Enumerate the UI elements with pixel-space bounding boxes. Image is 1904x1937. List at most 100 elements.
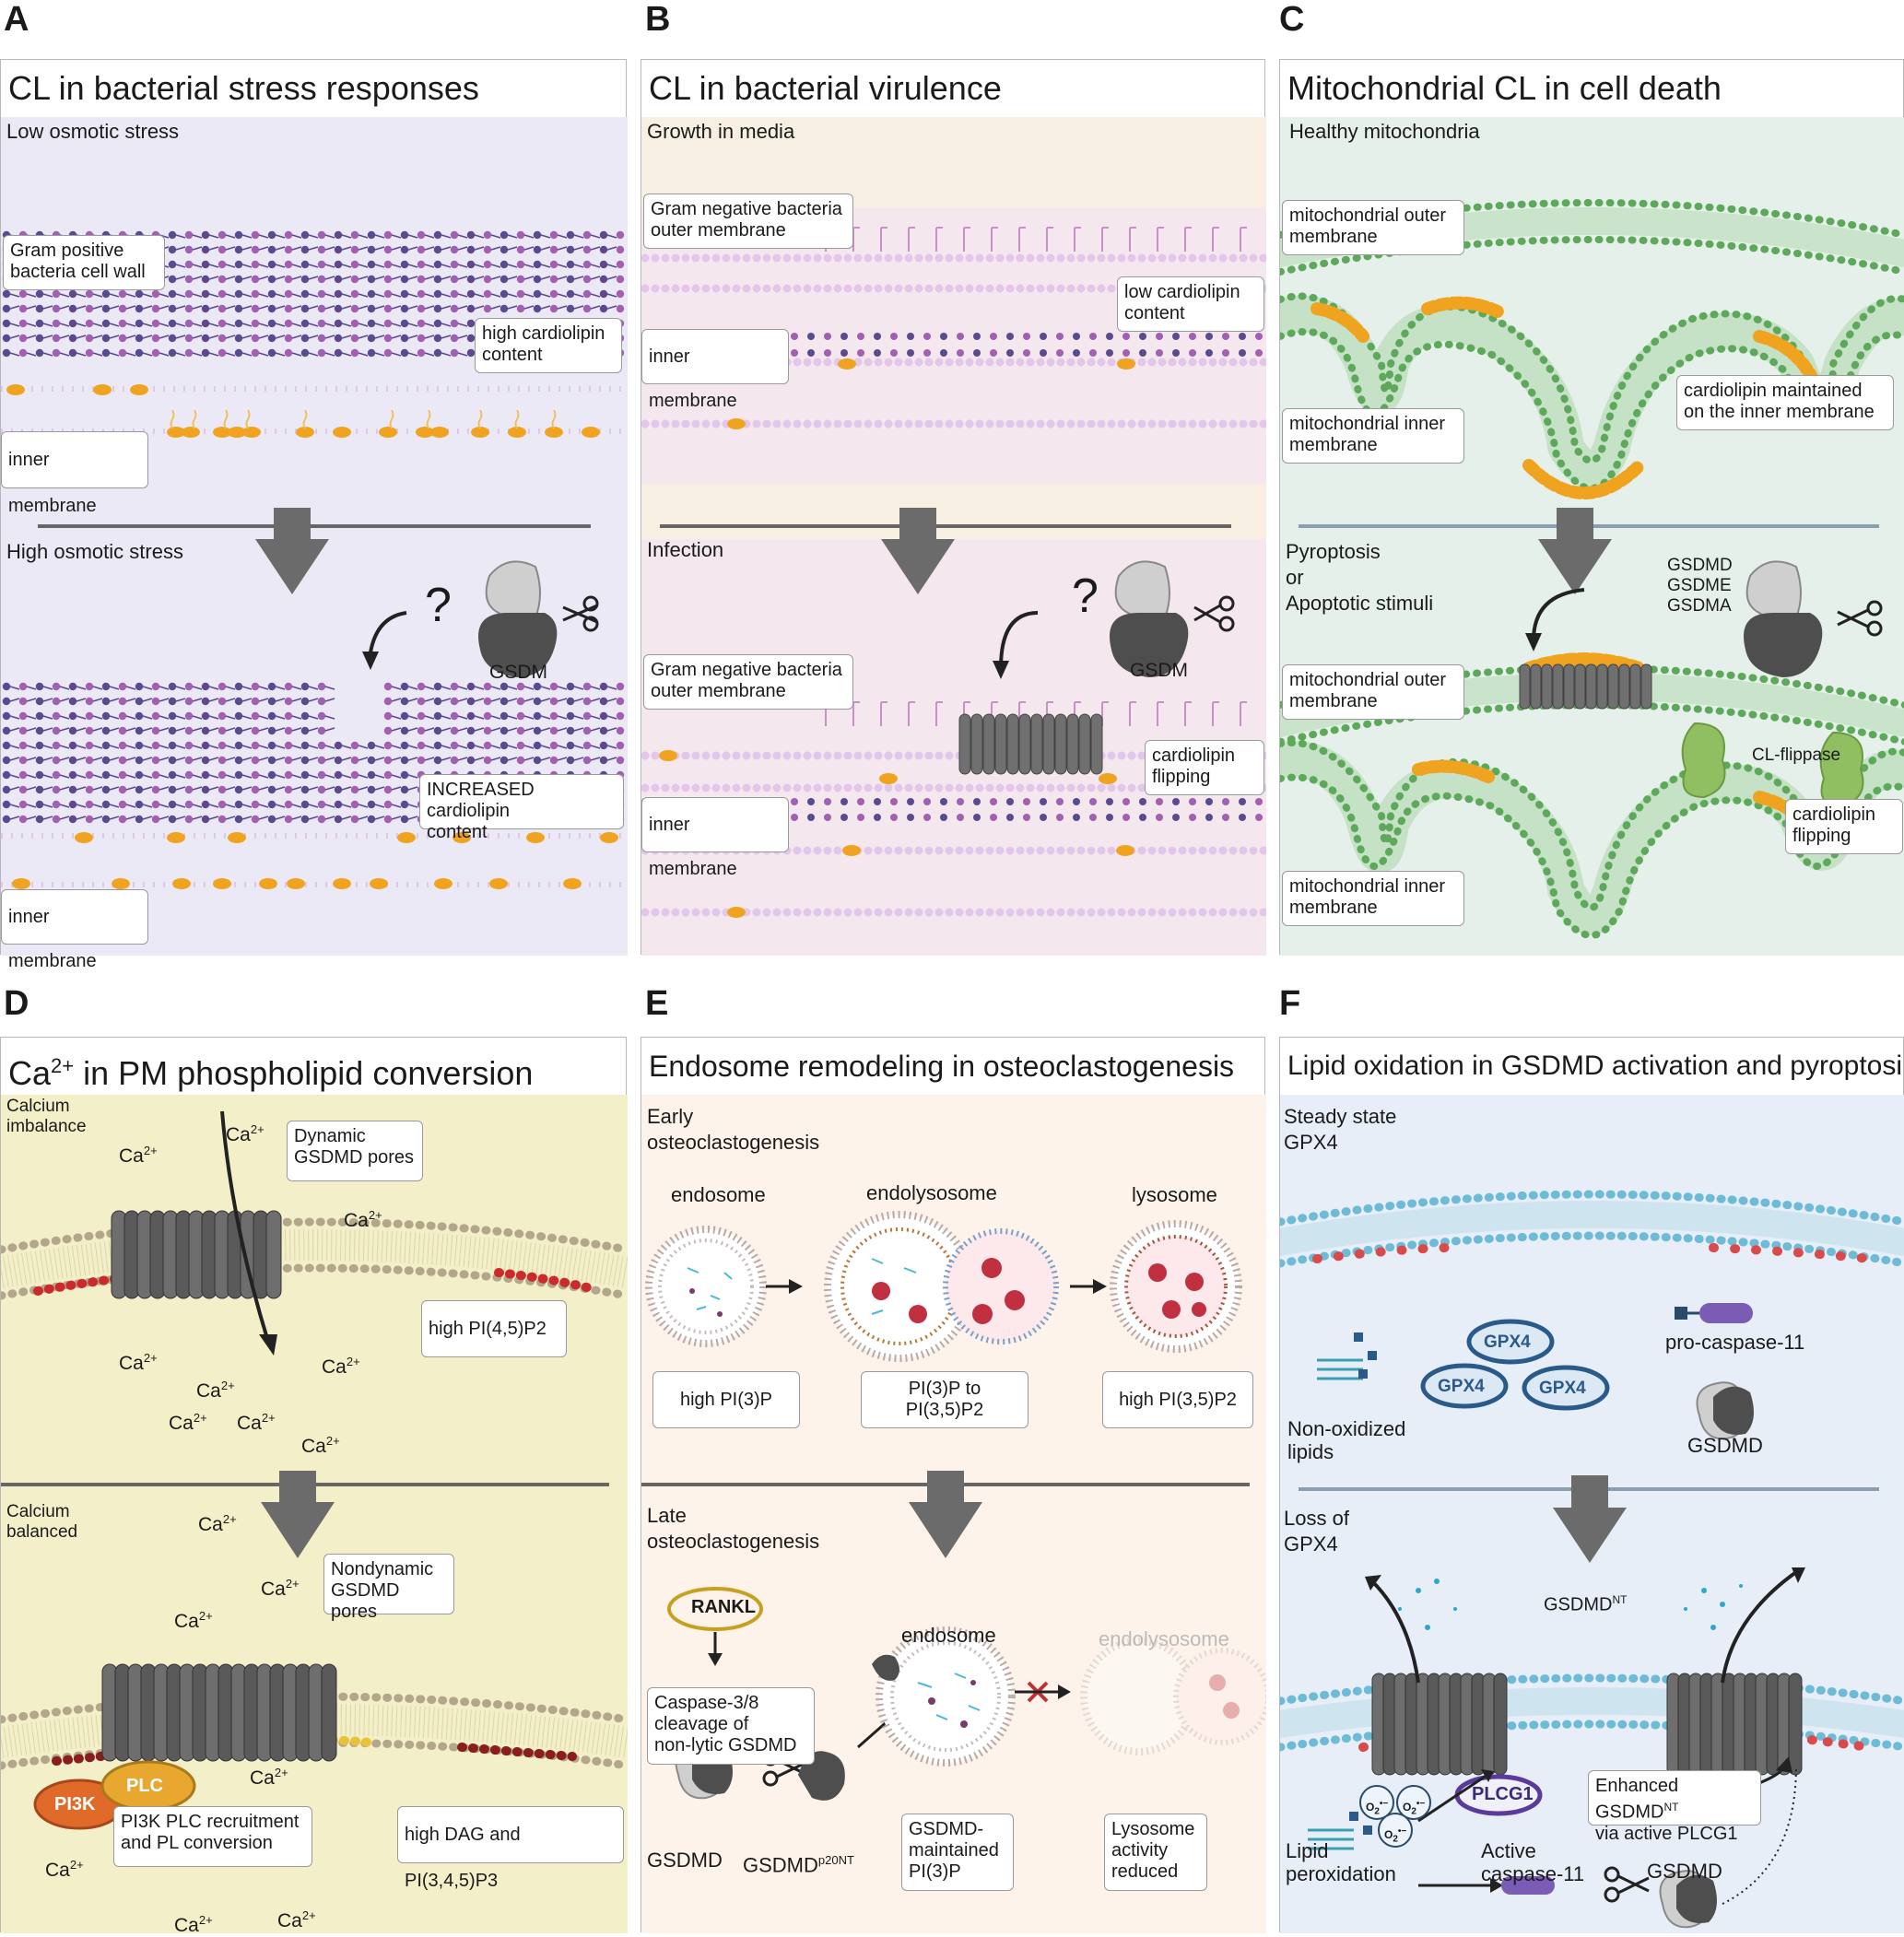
- panel-letter-b: B: [645, 0, 671, 39]
- panel-d: Ca2+ in PM phospholipid conversion Calci…: [0, 1037, 628, 1936]
- calcium-ion-charge: 2+: [325, 1434, 340, 1448]
- cardiolipin-cluster-top: [6, 384, 600, 438]
- calcium-ion-symbol: Ca: [119, 1353, 144, 1374]
- active-caspase-label: Active caspase-11: [1481, 1839, 1585, 1885]
- o2-sup-2: •−: [1416, 1799, 1426, 1809]
- o2-3: O: [1384, 1828, 1393, 1841]
- calcium-influx-arrow: [220, 1110, 270, 1343]
- calcium-ion-11: Ca2+: [261, 1577, 300, 1601]
- cardiolipin-cluster-bottom: [12, 832, 618, 889]
- gsdmd-pores-f: [1371, 1673, 1803, 1776]
- calcium-ion-symbol: Ca: [322, 1356, 347, 1378]
- label-low-cardiolipin: low cardiolipin content: [1117, 276, 1264, 332]
- scissors-icon-c: [1837, 600, 1883, 637]
- endosome-label: endosome: [671, 1183, 766, 1206]
- calcium-ion-symbol: Ca: [198, 1514, 223, 1535]
- gsdmd-label-e: GSDMD: [647, 1849, 723, 1872]
- down-arrow-f: [1553, 1475, 1627, 1563]
- panel-d-illustration: [1, 1095, 628, 1933]
- calcium-ion-4: Ca2+: [119, 1351, 158, 1375]
- panel-f-stage1: Steady state GPX4: [1284, 1105, 1397, 1154]
- enhanced-gsdmd-sup: NT: [1663, 1801, 1679, 1814]
- o2-sub-2: 2: [1411, 1806, 1416, 1817]
- panel-d-title-rest: in PM phospholipid conversion: [74, 1054, 534, 1092]
- gsdmd-pore-nondynamic: [101, 1663, 337, 1762]
- calcium-ion-13: Ca2+: [250, 1766, 288, 1790]
- panel-e-title: Endosome remodeling in osteoclastogenesi…: [641, 1038, 1264, 1096]
- calcium-ion-charge: 2+: [69, 1858, 84, 1872]
- label-high-dag: high DAG and PI(3,4,5)P3: [397, 1806, 624, 1891]
- released-contents: [1398, 1579, 1743, 1630]
- label-outer-membrane-b1: Gram negative bacteria outer membrane: [643, 194, 853, 249]
- label-inner-membrane-1: inner membrane: [1, 431, 148, 516]
- calcium-ion-3: Ca2+: [344, 1208, 382, 1232]
- gsdmd-nt-sup: NT: [1612, 1593, 1628, 1606]
- panel-e-stage2: Late osteoclastogenesis: [647, 1504, 820, 1553]
- label-cardiolipin-flipping-c: cardiolipin flipping: [1785, 799, 1903, 854]
- o2-sup-3: •−: [1397, 1826, 1407, 1837]
- down-arrow-b: [881, 508, 955, 594]
- enhanced-gsdmd-text: Enhanced GSDMD: [1595, 1776, 1679, 1823]
- panel-d-title-ca: Ca: [8, 1054, 52, 1092]
- panel-b-stage2: Infection: [647, 538, 724, 561]
- calcium-ion-6: Ca2+: [196, 1379, 235, 1403]
- panel-c-stage2: Pyroptosis or Apoptotic stimuli: [1286, 540, 1434, 615]
- calcium-ion-charge: 2+: [346, 1355, 360, 1368]
- label-cell-wall: Gram positive bacteria cell wall: [3, 235, 165, 290]
- calcium-ion-charge: 2+: [198, 1913, 213, 1927]
- superoxide-icons: [1359, 1785, 1431, 1848]
- gpx4-label-2: GPX4: [1438, 1377, 1485, 1396]
- calcium-ion-charge: 2+: [220, 1379, 235, 1392]
- calcium-ion-symbol: Ca: [45, 1860, 70, 1881]
- label-gsdmd-maintained: GSDMD- maintained PI(3)P: [901, 1814, 1014, 1891]
- calcium-ion-symbol: Ca: [261, 1579, 286, 1600]
- calcium-ion-charge: 2+: [274, 1766, 288, 1779]
- calcium-ion-symbol: Ca: [301, 1436, 326, 1457]
- calcium-ion-symbol: Ca: [174, 1611, 199, 1632]
- label-dynamic-pores: Dynamic GSDMD pores: [287, 1121, 423, 1181]
- panel-d-stage2: Calcium balanced: [6, 1502, 78, 1542]
- panel-b-title: CL in bacterial virulence: [641, 60, 1264, 118]
- calcium-ion-2: Ca2+: [119, 1144, 158, 1168]
- label-mito-inner-1: mitochondrial inner membrane: [1282, 408, 1464, 464]
- panel-c: Mitochondrial CL in cell death: [1279, 59, 1904, 956]
- panel-b: CL in bacterial virulence Growth in medi…: [641, 59, 1266, 956]
- procaspase-label: pro-caspase-11: [1665, 1331, 1805, 1354]
- label-cardiolipin-flipping-b: cardiolipin flipping: [1145, 740, 1264, 795]
- panel-a-stage2: High osmotic stress: [6, 540, 183, 563]
- gsdmd-pore-dynamic: [111, 1210, 282, 1299]
- calcium-ion-8: Ca2+: [237, 1411, 276, 1435]
- panel-c-title: Mitochondrial CL in cell death: [1280, 60, 1903, 118]
- gsdm-protein-icon-b: [1110, 560, 1189, 677]
- calcium-ion-16: Ca2+: [277, 1908, 316, 1932]
- plcg1-label: PLCG1: [1472, 1784, 1534, 1804]
- panel-c-illustration: [1280, 117, 1904, 956]
- scissors-icon-f: [1604, 1866, 1650, 1903]
- question-mark-b: ?: [1072, 569, 1099, 623]
- panel-a-title: CL in bacterial stress responses: [1, 60, 626, 118]
- o2-sup-1: •−: [1379, 1799, 1389, 1809]
- calcium-ion-charge: 2+: [143, 1144, 158, 1157]
- lipid-peroxidation-icon: [1308, 1812, 1372, 1850]
- calcium-ion-charge: 2+: [198, 1609, 213, 1623]
- lysosome-icon: [1110, 1220, 1242, 1353]
- release-arrow-right: [1721, 1570, 1798, 1684]
- label-lysosome-reduced: Lysosome activity reduced: [1104, 1814, 1207, 1891]
- lipid-peroxidation-label: Lipid peroxidation: [1286, 1839, 1396, 1885]
- label-mito-outer-1: mitochondrial outer membrane: [1282, 200, 1464, 255]
- calcium-ion-symbol: Ca: [196, 1380, 221, 1402]
- endolysosome-label: endolysosome: [866, 1181, 997, 1204]
- calcium-ion-14: Ca2+: [45, 1858, 84, 1882]
- label-inner-membrane-2: inner membrane: [1, 889, 148, 971]
- lysosome-label: lysosome: [1132, 1183, 1217, 1206]
- gsdm-label-a: GSDM: [489, 662, 547, 683]
- rankl-ellipse: [667, 1587, 763, 1631]
- calcium-ion-charge: 2+: [143, 1351, 158, 1365]
- panel-e-stage1: Early osteoclastogenesis: [647, 1105, 820, 1154]
- enhanced-gsdmd-text2: via active PLCG1: [1595, 1823, 1738, 1844]
- gsdmd-p20nt-sup: p20NT: [817, 1853, 854, 1867]
- calcium-ion-10: Ca2+: [198, 1512, 237, 1536]
- label-pi3p-to-pi35p2: PI(3)P to PI(3,5)P2: [861, 1371, 1028, 1428]
- label-mito-outer-2: mitochondrial outer membrane: [1282, 664, 1464, 720]
- calcium-ion-charge: 2+: [250, 1122, 264, 1136]
